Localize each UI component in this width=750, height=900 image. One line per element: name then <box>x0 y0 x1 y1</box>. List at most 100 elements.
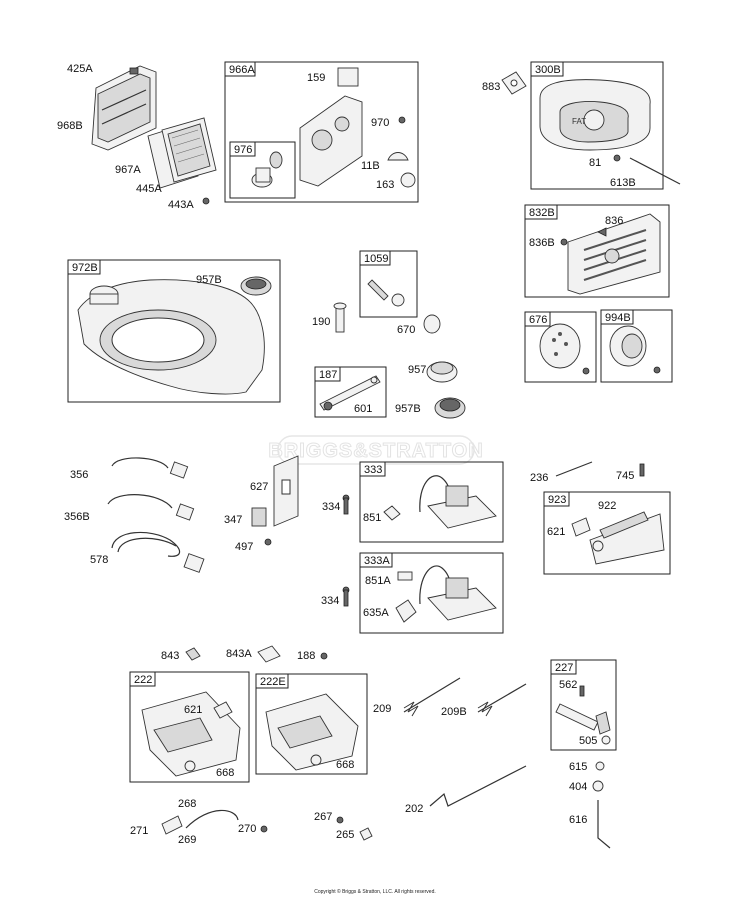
air-cleaner-base-drawing <box>91 65 157 151</box>
air-filter-drawing <box>147 117 217 189</box>
frame-832B: 832B <box>524 204 670 298</box>
box-label-227: 227 <box>555 662 573 674</box>
box-label-333A: 333A <box>364 555 390 567</box>
part-label: 851 <box>363 512 381 524</box>
part-label: 404 <box>569 781 587 793</box>
frame-333A: 333A <box>359 552 504 634</box>
part-label: 270 <box>238 823 256 835</box>
part-label: 957B <box>196 274 222 286</box>
frame-227: 227 <box>550 659 617 751</box>
ignition-coil-333A-drawing <box>342 565 497 623</box>
part-label: 970 <box>371 117 389 129</box>
box-label-222E: 222E <box>260 676 286 688</box>
box-label-222: 222 <box>134 674 152 686</box>
part-label: 968B <box>57 120 83 132</box>
part-label: 188 <box>297 650 315 662</box>
part-label: 843 <box>161 650 179 662</box>
starter-cup-drawing <box>426 361 466 419</box>
control-bracket-222E-drawing <box>265 693 359 771</box>
box-label-923: 923 <box>548 494 566 506</box>
screen-676-drawing <box>539 323 590 375</box>
part-label: 601 <box>354 403 372 415</box>
part-label: 269 <box>178 834 196 846</box>
part-label: 202 <box>405 803 423 815</box>
part-label: 505 <box>579 735 597 747</box>
frame-187: 187 <box>314 366 387 418</box>
part-label: 621 <box>547 526 565 538</box>
carburetor-plate-drawing <box>299 67 416 188</box>
watermark-logo: BRIGGS&STRATTON <box>268 435 483 465</box>
part-label: 957 <box>408 364 426 376</box>
part-label: 209 <box>373 703 391 715</box>
part-label: 356 <box>70 469 88 481</box>
part-label: 957B <box>395 403 421 415</box>
part-label: 334 <box>322 501 340 513</box>
part-label: 265 <box>336 829 354 841</box>
part-label: 190 <box>312 316 330 328</box>
governor-spring-drawing <box>403 677 527 717</box>
part-label: 836 <box>605 215 623 227</box>
box-label-1059: 1059 <box>364 253 388 265</box>
frame-300B: 300B <box>530 61 664 190</box>
wire-harness-drawing <box>107 457 205 573</box>
screen-994B-drawing <box>609 325 661 374</box>
throttle-cable-drawing <box>161 809 373 841</box>
screw-pin-drawing <box>333 279 441 334</box>
part-label: 443A <box>168 199 194 211</box>
bracket-627-drawing <box>251 455 299 546</box>
link-rod-drawing <box>429 765 527 807</box>
part-label: 356B <box>64 511 90 523</box>
part-label: 668 <box>336 759 354 771</box>
part-label: 578 <box>90 554 108 566</box>
part-label: 268 <box>178 798 196 810</box>
watermark-text: BRIGGS&STRATTON <box>268 440 483 462</box>
part-label: 334 <box>321 595 339 607</box>
control-bracket-222-drawing <box>141 691 241 777</box>
governor-control-drawing <box>555 461 665 565</box>
part-label: 883 <box>482 81 500 93</box>
part-label: 347 <box>224 514 242 526</box>
part-label: 81 <box>589 157 601 169</box>
frame-972B: 972B <box>67 259 281 403</box>
small-parts-843-drawing <box>185 645 328 663</box>
box-label-972B: 972B <box>72 262 98 274</box>
part-label: 668 <box>216 767 234 779</box>
frame-676: 676 <box>524 311 597 383</box>
frame-966A: 966A <box>224 61 419 203</box>
throttle-shaft-drawing <box>251 151 283 188</box>
gasket-883-drawing <box>501 71 527 95</box>
part-label: 163 <box>376 179 394 191</box>
part-label: 159 <box>307 72 325 84</box>
part-label: 843A <box>226 648 252 660</box>
part-label: 745 <box>616 470 634 482</box>
part-label: 11B <box>361 160 380 172</box>
part-label: 497 <box>235 541 253 553</box>
box-label-976: 976 <box>234 144 252 156</box>
frame-222E: 222E <box>255 673 368 775</box>
box-label-832B: 832B <box>529 207 555 219</box>
frame-994B: 994B <box>600 309 673 383</box>
copyright-notice: Copyright © Briggs & Stratton, LLC. All … <box>314 889 436 895</box>
crank-handle-drawing <box>592 761 611 849</box>
frame-333: 333 <box>359 461 504 543</box>
part-label: 635A <box>363 607 389 619</box>
box-label-966A: 966A <box>229 64 255 76</box>
box-label-187: 187 <box>319 369 337 381</box>
part-label: 209B <box>441 706 467 718</box>
frame-1059: 1059 <box>359 250 418 318</box>
part-label: 836B <box>529 237 555 249</box>
box-label-300B: 300B <box>535 64 561 76</box>
part-label: 851A <box>365 575 391 587</box>
part-number-labels: 425A 968B 967A 445A 443A 159 970 11B 163… <box>57 63 636 846</box>
box-label-994B: 994B <box>605 312 631 324</box>
part-label: 236 <box>530 472 548 484</box>
part-label: 562 <box>559 679 577 691</box>
part-label: 627 <box>250 481 268 493</box>
part-label: 615 <box>569 761 587 773</box>
frame-222: 222 <box>129 671 250 783</box>
part-label: 670 <box>397 324 415 336</box>
box-label-676: 676 <box>529 314 547 326</box>
starter-shaft-drawing <box>319 375 381 411</box>
part-label: 445A <box>136 183 162 195</box>
